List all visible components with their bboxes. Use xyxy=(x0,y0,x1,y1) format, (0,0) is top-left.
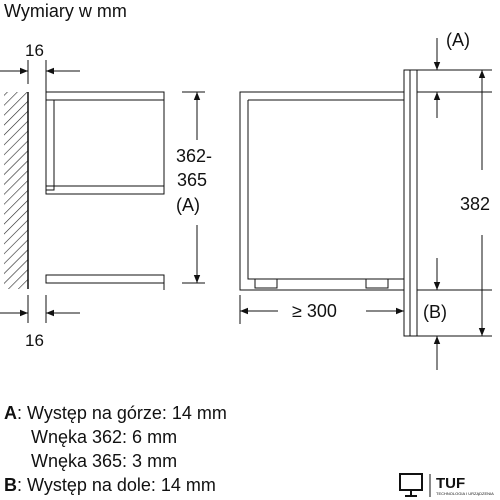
niche-height-dimension xyxy=(182,91,205,284)
wall-top-dimension-label: 16 xyxy=(25,41,44,60)
appliance xyxy=(239,69,418,337)
legend-text-a2: Wnęka 362: 6 mm xyxy=(31,427,178,447)
wall-bottom-dimension-label: 16 xyxy=(25,331,44,350)
legend: A: Występ na górze: 14 mm Wnęka 362: 6 m… xyxy=(4,401,227,497)
appliance-depth-label: ≥ 300 xyxy=(292,301,337,321)
brand-logo: TUF TECHNOLOGIA I URZĄDZENIA xyxy=(399,473,494,497)
appliance-depth-dimension xyxy=(239,295,405,336)
monitor-icon xyxy=(399,473,423,497)
legend-text-a3: Wnęka 365: 3 mm xyxy=(31,451,178,471)
ref-a-label: (A) xyxy=(446,30,470,50)
legend-text-b: : Występ na dole: 14 mm xyxy=(17,475,216,495)
legend-key-a: A xyxy=(4,403,17,423)
wall-bottom-dimension xyxy=(0,295,80,323)
ref-b-label: (B) xyxy=(423,302,447,322)
appliance-height-dimension xyxy=(417,38,492,370)
logo-subtext: TECHNOLOGIA I URZĄDZENIA xyxy=(436,491,494,496)
appliance-height-label: 382 xyxy=(460,194,490,214)
legend-key-b: B xyxy=(4,475,17,495)
diagram-title: Wymiary w mm xyxy=(4,1,127,21)
niche-height-ref: (A) xyxy=(176,195,200,215)
niche-height-label-2: 365 xyxy=(177,170,207,190)
legend-row-b: B: Występ na dole: 14 mm xyxy=(4,473,227,497)
legend-text-a: : Występ na górze: 14 mm xyxy=(17,403,227,423)
wall-top-dimension xyxy=(0,60,80,98)
niche-height-label-1: 362- xyxy=(176,146,212,166)
logo-text: TUF xyxy=(436,475,465,492)
legend-row-a2: Wnęka 362: 6 mm xyxy=(4,425,227,449)
legend-row-a: A: Występ na górze: 14 mm xyxy=(4,401,227,425)
cabinet-niche xyxy=(45,91,165,290)
legend-row-a3: Wnęka 365: 3 mm xyxy=(4,449,227,473)
wall xyxy=(4,92,29,289)
